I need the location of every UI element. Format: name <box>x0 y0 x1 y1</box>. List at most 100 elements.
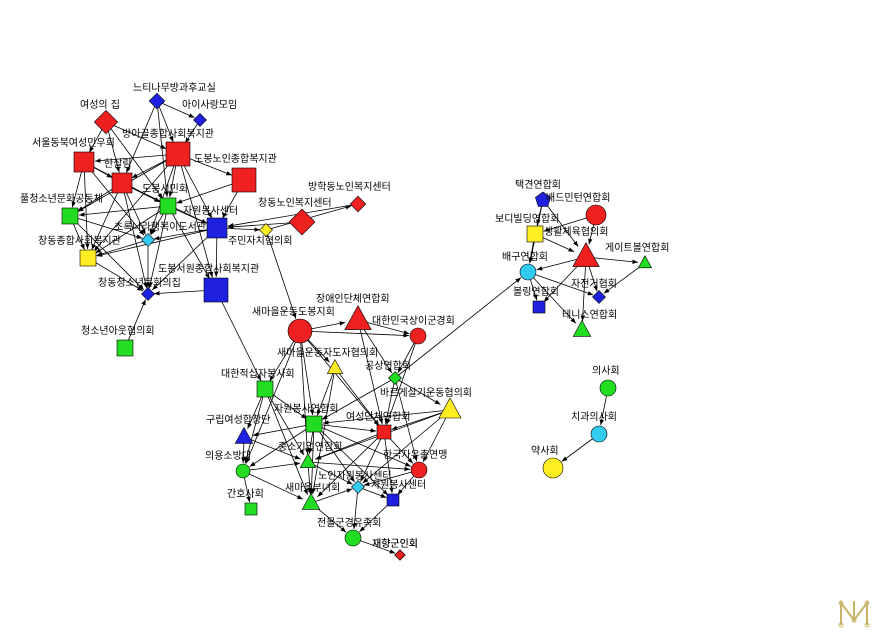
edge-n24-n25 <box>394 377 441 405</box>
node-n9[interactable] <box>349 195 367 213</box>
node-n22[interactable] <box>326 358 344 374</box>
node-n26[interactable] <box>305 415 323 433</box>
node-n10[interactable] <box>61 207 79 225</box>
node-n2[interactable] <box>93 109 119 135</box>
edge-n24-n44 <box>394 277 522 379</box>
node-n23[interactable] <box>256 380 274 398</box>
node-n46[interactable] <box>532 300 546 314</box>
node-n21[interactable] <box>409 327 427 345</box>
node-label-n30: 중소기업연합회 <box>278 440 342 453</box>
edge-n42-n47 <box>580 256 587 322</box>
node-label-n21: 대한민국상이군경회 <box>372 314 455 327</box>
node-n49[interactable] <box>590 425 608 443</box>
edge-n28-n30 <box>315 431 385 460</box>
node-n5[interactable] <box>73 151 95 173</box>
edge-n23-n30 <box>264 388 305 456</box>
node-n20[interactable] <box>287 318 313 344</box>
node-n28[interactable] <box>376 424 392 440</box>
node-n24[interactable] <box>388 371 402 385</box>
edge-n39-n42 <box>542 199 579 247</box>
node-n45[interactable] <box>592 290 606 304</box>
node-n41[interactable] <box>526 225 544 243</box>
node-n1[interactable] <box>148 92 166 110</box>
node-n13[interactable] <box>141 233 155 247</box>
node-n38[interactable] <box>394 549 406 561</box>
edge-n22-n28 <box>334 367 380 426</box>
node-n14[interactable] <box>259 223 273 237</box>
node-n12[interactable] <box>206 217 228 239</box>
node-n18[interactable] <box>116 339 134 357</box>
edge-n23-n34 <box>264 388 308 495</box>
edge-n28-n35 <box>360 431 385 482</box>
node-label-n13: 초록나라행복이도서관 <box>114 221 206 233</box>
node-n37[interactable] <box>344 529 362 547</box>
edge-n1-n8 <box>156 100 169 198</box>
edge-n30-n32 <box>307 461 411 472</box>
edge-n44-n47 <box>527 271 577 324</box>
app-logo-icon <box>838 600 870 628</box>
node-label-n45: 자전거협회 <box>571 277 617 290</box>
node-label-n18: 청소년아웃협의회 <box>81 324 155 337</box>
edge-n14-n20 <box>265 229 297 319</box>
node-n32[interactable] <box>410 461 428 479</box>
node-n35[interactable] <box>351 480 365 494</box>
node-n4[interactable] <box>165 141 191 167</box>
node-label-n20: 새마을운동도봉지회 <box>252 306 335 318</box>
node-n15[interactable] <box>79 249 97 267</box>
node-label-n5: 서울동북여성민우회 <box>32 137 115 149</box>
edge-n32-n35 <box>363 469 420 487</box>
node-label-n34: 새마을부녀회 <box>285 482 340 494</box>
node-label-n3: 아이사랑모임 <box>182 98 237 111</box>
edge-n15-n17 <box>87 257 144 292</box>
node-label-n47: 테니스연합회 <box>562 309 617 321</box>
edge-n30-n35 <box>307 461 353 485</box>
node-label-n15: 창동종합사회복지관 <box>38 235 121 247</box>
node-n16[interactable] <box>203 277 229 303</box>
node-n19[interactable] <box>344 304 372 330</box>
edge-n21-n28 <box>386 335 419 425</box>
node-n40[interactable] <box>585 204 607 226</box>
node-n29[interactable] <box>235 463 251 479</box>
edge-n8-n15 <box>95 205 169 254</box>
node-n44[interactable] <box>519 263 537 281</box>
node-n17[interactable] <box>141 287 155 301</box>
node-label-n44: 배구연합회 <box>502 251 548 263</box>
node-label-n7: 도봉노인종합복지관 <box>194 153 277 165</box>
node-n36[interactable] <box>386 493 400 507</box>
node-label-n31: 재향군인회 <box>372 538 418 550</box>
edge-n12-n15 <box>96 227 218 257</box>
node-n43[interactable] <box>637 255 653 269</box>
node-n3[interactable] <box>193 113 207 127</box>
edge-n26-n36 <box>313 423 389 496</box>
node-n33[interactable] <box>244 502 258 516</box>
node-n25[interactable] <box>438 397 462 419</box>
node-label-n26: 자원봉사연합회 <box>274 403 338 415</box>
edge-n26-n34 <box>309 423 315 495</box>
node-n8[interactable] <box>159 197 177 215</box>
node-label-n41: 보디빌딩연합회 <box>495 213 559 225</box>
node-label-n27: 구립여성합창단 <box>206 413 270 426</box>
node-n34[interactable] <box>301 492 321 510</box>
node-label-n33: 간호사회 <box>227 488 264 500</box>
edge-n1-n3 <box>156 100 195 118</box>
edge-n2-n8 <box>105 121 164 200</box>
node-label-n10: 풀청소년문화공동체 <box>20 193 103 205</box>
node-n27[interactable] <box>234 426 254 444</box>
node-label-n17: 창동청소년문화의집 <box>98 277 181 289</box>
edge-n28-n36 <box>383 431 394 494</box>
node-n11[interactable] <box>288 208 316 236</box>
node-n30[interactable] <box>299 452 317 468</box>
node-n7[interactable] <box>231 167 257 193</box>
edge-n1-n4 <box>156 100 174 143</box>
edge-n26-n35 <box>313 423 355 483</box>
node-label-n19: 장애인단체연합회 <box>316 293 390 305</box>
node-n42[interactable] <box>572 241 600 267</box>
node-n50[interactable] <box>542 457 564 479</box>
node-n39[interactable] <box>535 191 551 207</box>
node-n48[interactable] <box>599 379 617 397</box>
node-n47[interactable] <box>572 319 592 337</box>
node-label-n11: 창동노인복지센터 <box>258 197 332 209</box>
edge-n34-n35 <box>310 488 353 504</box>
node-n6[interactable] <box>111 172 133 194</box>
